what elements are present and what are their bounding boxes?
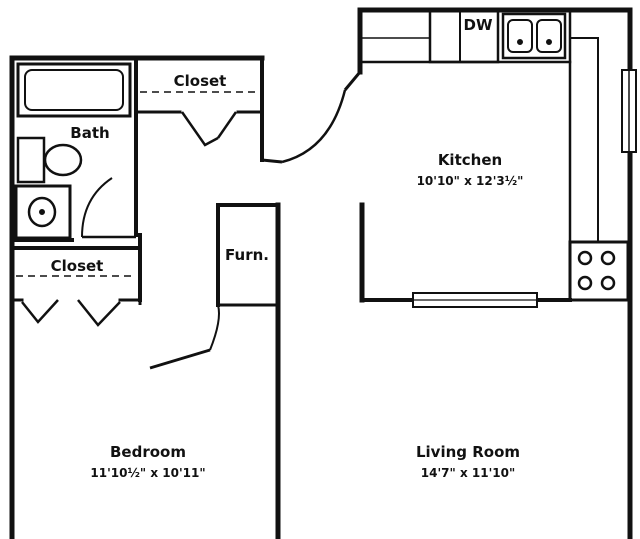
lavatory-sink-icon (14, 184, 72, 240)
living-room-dims: 14'7" x 11'10" (421, 466, 515, 480)
breakfast-bar (412, 292, 538, 308)
closet-top-doors (180, 111, 238, 147)
bath-label: Bath (70, 124, 109, 142)
window-right (621, 69, 637, 153)
bedroom-dims: 11'10½" x 10'11" (90, 466, 205, 480)
toilet-icon (16, 136, 83, 184)
closet-top-label: Closet (174, 72, 227, 90)
closet-left-doors (21, 299, 121, 327)
bedroom-door (10, 300, 220, 370)
bathtub-icon (16, 62, 132, 118)
kitchen-label: Kitchen (438, 151, 502, 169)
furnace-label: Furn. (225, 246, 269, 264)
dishwasher: DW (428, 8, 500, 64)
double-sink-icon (501, 12, 567, 60)
closet-left-label: Closet (51, 257, 104, 275)
bath-door (81, 177, 136, 239)
entry-door (261, 71, 362, 164)
stove-burners-icon (568, 240, 630, 302)
kitchen-dims: 10'10" x 12'3½" (417, 174, 524, 188)
bath-walls (9, 55, 265, 539)
hall-walls (216, 202, 281, 539)
bedroom-label: Bedroom (110, 443, 186, 461)
living-room-label: Living Room (416, 443, 520, 461)
dishwasher-label: DW (464, 16, 493, 34)
